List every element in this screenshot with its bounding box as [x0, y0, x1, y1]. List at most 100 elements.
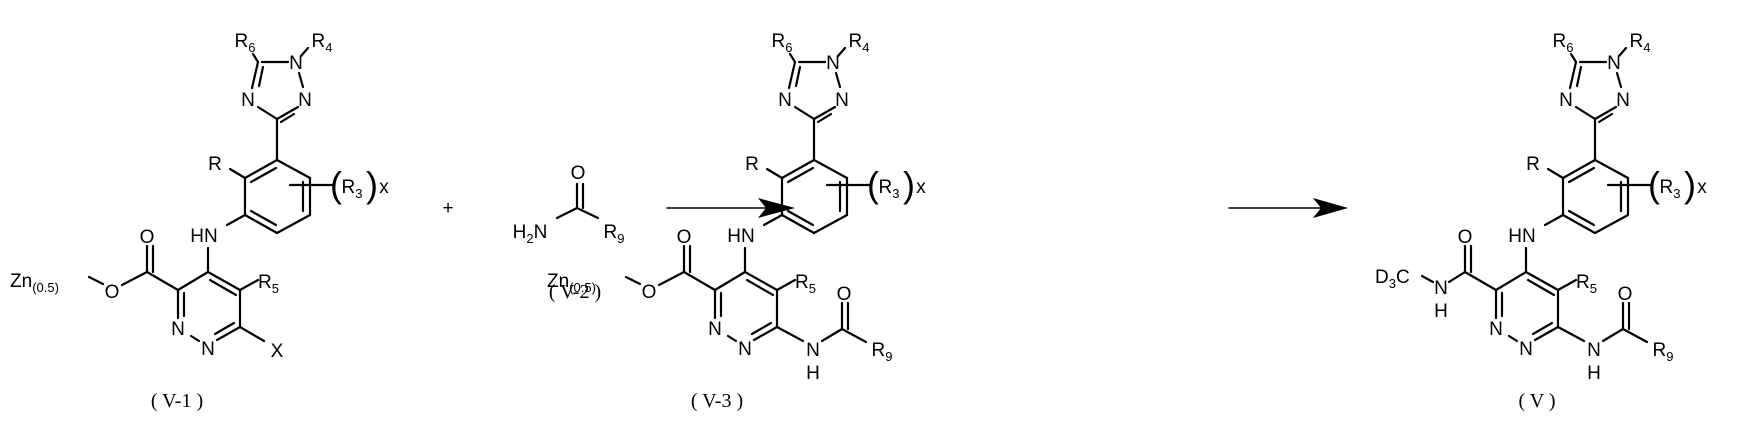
bond	[299, 73, 303, 87]
bond	[777, 280, 795, 290]
bond	[1617, 73, 1621, 87]
r4-label: R4	[849, 31, 870, 55]
caption-v: ( V )	[1518, 390, 1555, 412]
amide-h-label: H	[1587, 363, 1601, 384]
carbonyl-o-label: O	[677, 227, 692, 248]
triazole-n4-label: N	[1559, 90, 1573, 111]
r4-label: R4	[1630, 31, 1651, 55]
bond	[790, 54, 795, 62]
bond	[715, 272, 745, 290]
h2n-label-part: 2	[526, 231, 533, 246]
bond	[1422, 276, 1433, 282]
bond	[1465, 272, 1496, 290]
zinc-label: Zn(0.5)	[10, 271, 59, 295]
amide-h-label: H	[806, 363, 820, 384]
x-subscript-label: x	[916, 177, 926, 198]
bond	[1577, 67, 1581, 86]
bond	[240, 327, 264, 341]
molecule-core: R6R4NNNR(R3)xHNOR5NNNHD3CNHOR9	[1375, 31, 1707, 384]
bond	[796, 67, 800, 86]
r4-label: R4	[312, 31, 333, 55]
x-subscript-label: x	[379, 177, 389, 198]
bond	[684, 272, 715, 290]
zinc-label-part: (0.5)	[32, 280, 59, 295]
bond	[1545, 215, 1563, 225]
triazole-n1-label: N	[289, 53, 303, 74]
nh-label: HN	[1508, 226, 1535, 247]
r3-label: R3	[342, 177, 363, 201]
r9-label: R9	[604, 222, 625, 246]
bond	[1569, 168, 1594, 182]
pyridazine-n-label: N	[201, 339, 215, 360]
bond	[1558, 280, 1576, 290]
r3-label-part: 3	[355, 186, 362, 201]
r4-label-part: R	[849, 31, 863, 52]
amide-o-label: O	[571, 163, 586, 184]
bond	[227, 215, 245, 225]
r4-label-part: 4	[1643, 40, 1650, 55]
d3c-label-part: 3	[1389, 276, 1396, 291]
bond	[814, 160, 847, 178]
pyridazine-n-label: N	[1489, 319, 1503, 340]
amide-n-label: N	[806, 340, 820, 361]
bond	[577, 208, 598, 218]
d3c-label-part: C	[1396, 267, 1410, 288]
r9-label: R9	[872, 340, 893, 364]
r-label: R	[745, 154, 759, 175]
r9-label-part: R	[872, 340, 886, 361]
bond	[1496, 272, 1526, 290]
r9-label: R9	[1653, 340, 1674, 364]
bond	[230, 169, 245, 178]
acyl-o-label: O	[837, 284, 852, 305]
ester-o-label: O	[642, 282, 657, 303]
bond	[795, 107, 814, 119]
r5-label-part: R	[1576, 272, 1590, 293]
bond	[789, 62, 795, 88]
pyridazine-n-label: N	[708, 319, 722, 340]
bond	[836, 73, 840, 87]
h2n-label-part: H	[513, 222, 527, 243]
acyl-o-label: O	[1618, 284, 1633, 305]
carbonyl-o-label: O	[1458, 227, 1473, 248]
r5-label-part: 5	[809, 281, 816, 296]
bond	[1548, 169, 1563, 178]
amide-n-label: N	[1434, 278, 1448, 299]
r6-label: R6	[235, 31, 256, 55]
r3-open-paren: (	[867, 164, 879, 205]
bond	[253, 54, 258, 62]
carbonyl-o-label: O	[140, 227, 155, 248]
triazole-n2-label: N	[835, 90, 849, 111]
r-label: R	[208, 154, 222, 175]
compound-v: R6R4NNNR(R3)xHNOR5NNNHD3CNHOR9	[1375, 31, 1707, 384]
bond	[626, 277, 640, 284]
r-label: R	[1526, 154, 1540, 175]
bond	[1569, 211, 1594, 225]
molecule-core: R6R4NNNR(R3)xHNOR5NNOZn(0.5)X	[10, 31, 389, 362]
r5-label: R5	[258, 272, 279, 296]
r3-label: R3	[879, 177, 900, 201]
reaction-arrow-1	[667, 198, 795, 218]
plus-sign: +	[442, 198, 453, 219]
r4-label-part: 4	[862, 40, 869, 55]
bond	[210, 280, 236, 295]
bond	[767, 169, 782, 178]
bond	[1449, 272, 1465, 282]
bond	[788, 211, 813, 225]
r6-label-part: 6	[248, 40, 255, 55]
r5-label: R5	[795, 272, 816, 296]
r6-label: R6	[1553, 31, 1574, 55]
bond	[754, 327, 777, 340]
bond	[1576, 107, 1595, 119]
r4-label-part: R	[1630, 31, 1644, 52]
bond	[764, 215, 782, 225]
amide-h-label: H	[1434, 301, 1448, 322]
r6-label-part: R	[235, 31, 249, 52]
r3-close-paren: )	[1684, 164, 1696, 205]
amide-n-label: N	[1587, 340, 1601, 361]
triazole-n4-label: N	[241, 90, 255, 111]
bond	[814, 215, 847, 233]
bond	[217, 327, 240, 340]
r9-label-part: 9	[617, 231, 624, 246]
bond	[822, 329, 842, 341]
bond	[1535, 327, 1558, 340]
